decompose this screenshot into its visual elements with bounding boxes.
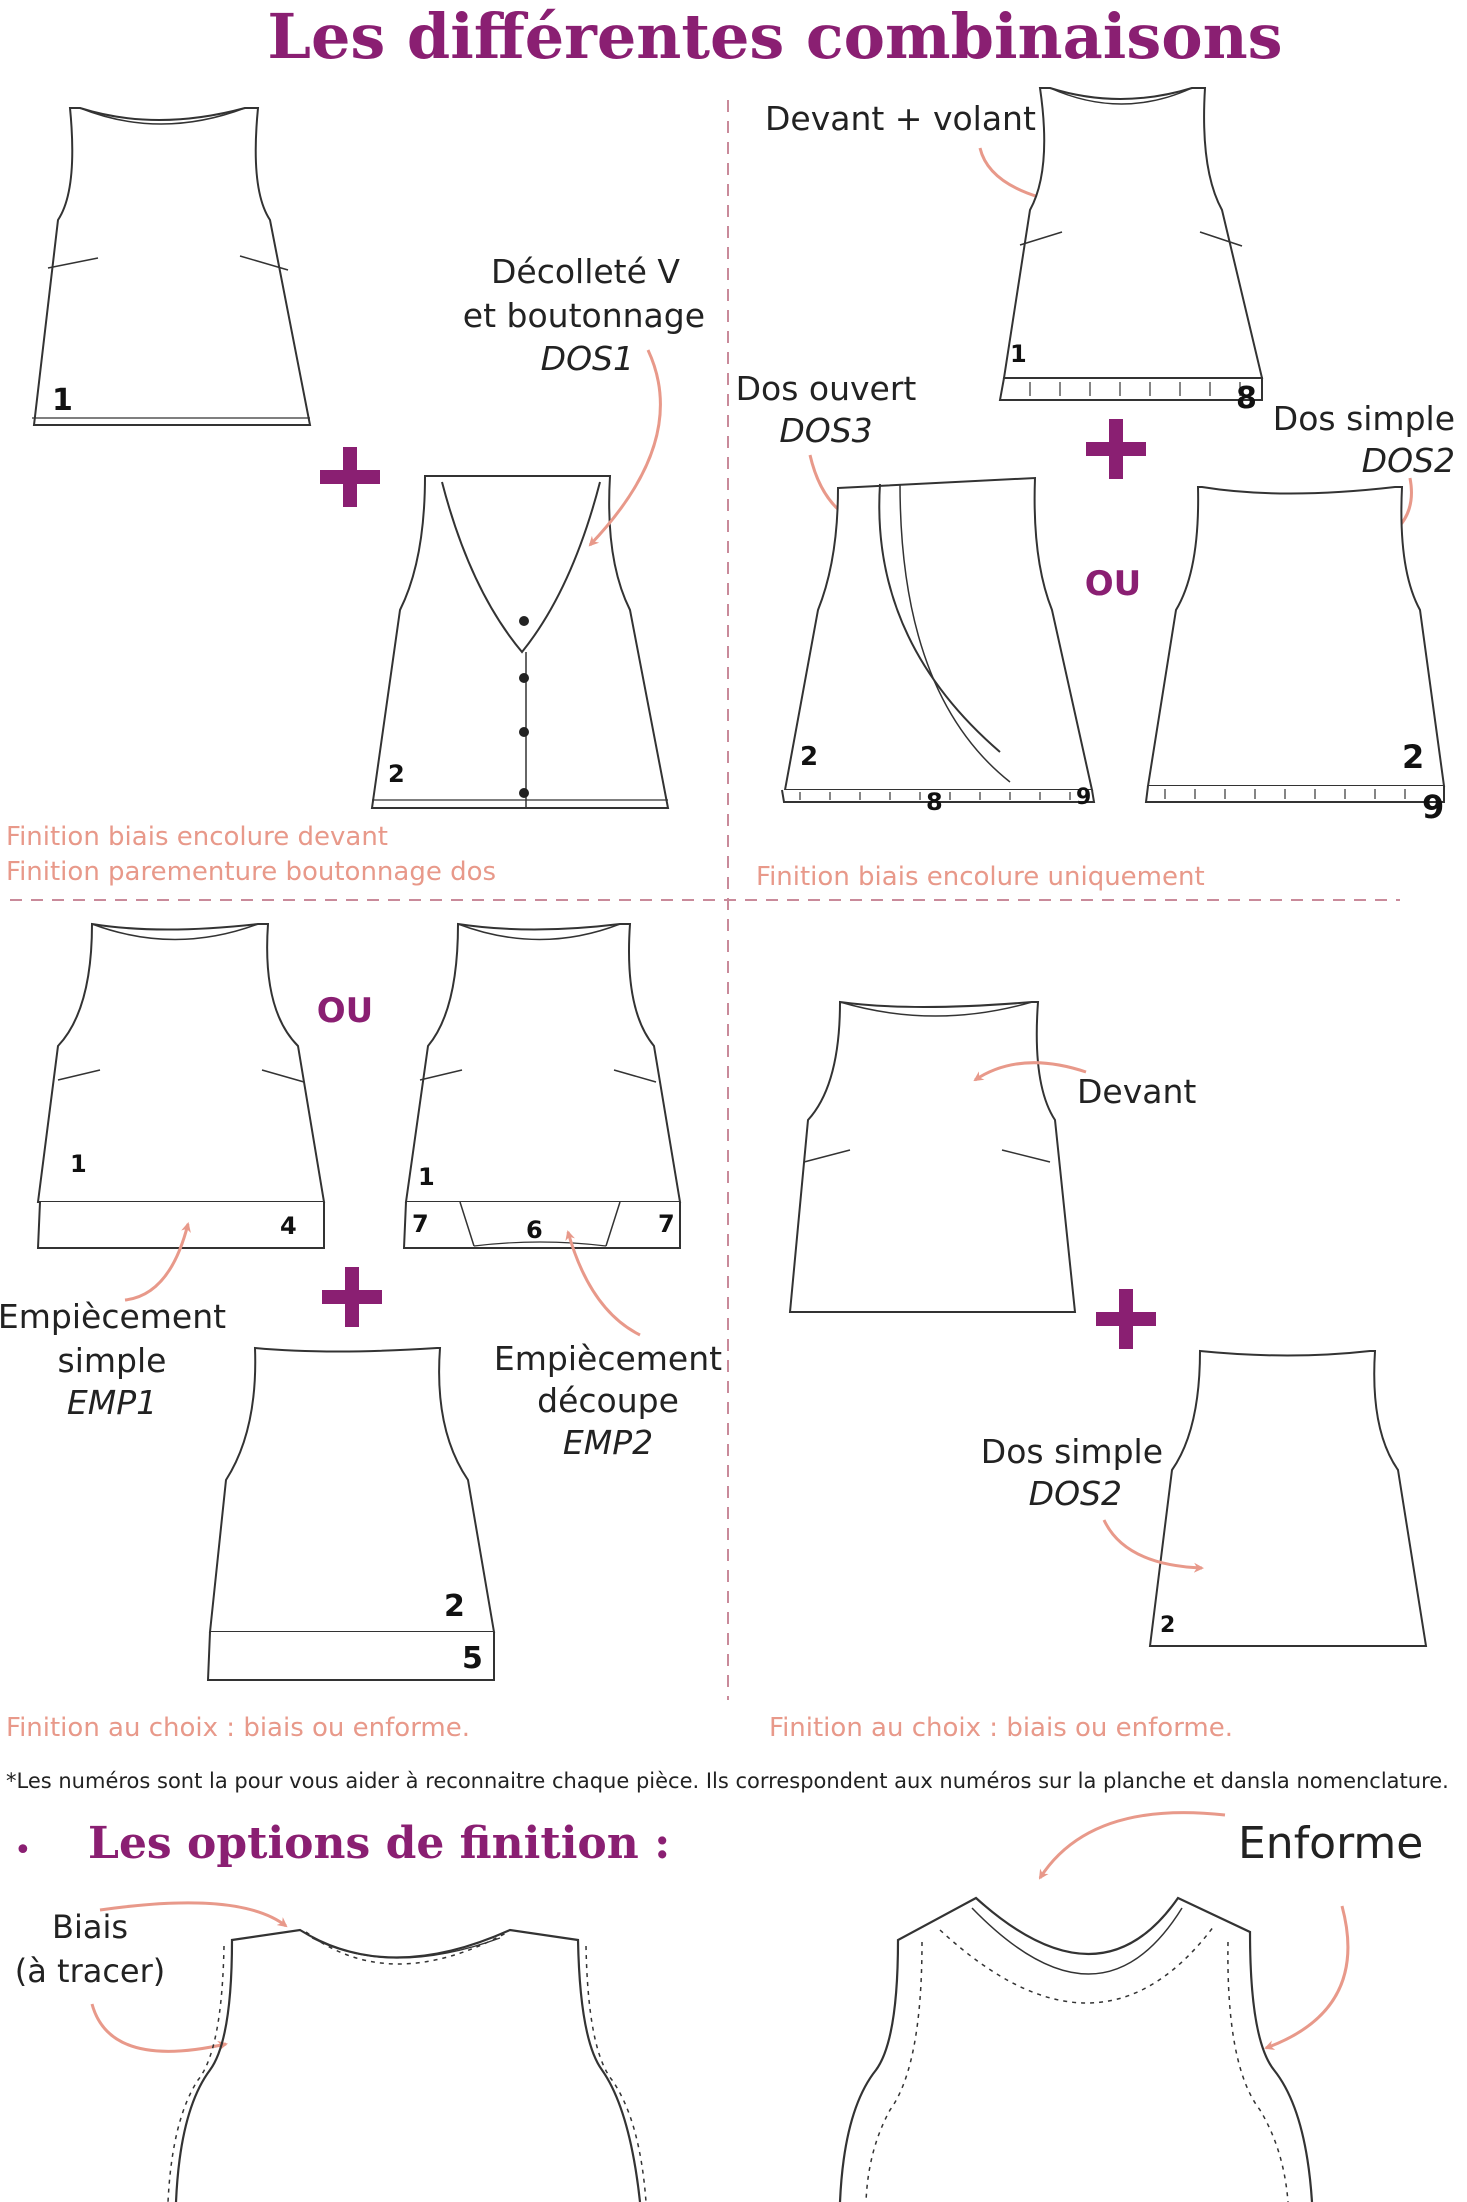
svg-text:DOS2: DOS2 — [1362, 441, 1455, 480]
q3-emp2-arrow — [565, 1230, 641, 1337]
q1-callout: Décolleté V et boutonnage DOS1 — [463, 252, 705, 378]
footnote: *Les numéros sont la pour vous aider à r… — [6, 1769, 1449, 1793]
svg-text:EMP2: EMP2 — [563, 1423, 653, 1462]
svg-text:Dos simple: Dos simple — [1273, 399, 1455, 438]
q2-simple-back-number: 2 — [1402, 738, 1424, 776]
q2-ruffle-number: 8 — [1236, 381, 1257, 416]
svg-text:Finition parementure boutonnag: Finition parementure boutonnage dos — [6, 857, 496, 887]
q1-arrow — [588, 349, 662, 547]
q4-back-arrow — [1102, 1519, 1204, 1573]
q1-front-number: 1 — [52, 383, 73, 418]
q1-finish-notes: Finition biais encolure devant Finition … — [6, 822, 496, 887]
q4-front-top — [788, 1000, 1077, 1313]
q3-cut-center-number: 6 — [526, 1216, 543, 1244]
biais-finish-illustration — [167, 1928, 647, 2202]
svg-text:découpe: découpe — [537, 1381, 679, 1420]
q2-open-back-ruffle-number: 8 — [926, 788, 943, 816]
biais-arrow-bottom — [90, 2003, 228, 2053]
q2-front-ruffle — [1029, 382, 1241, 396]
svg-text:Empiècement: Empiècement — [0, 1297, 226, 1336]
q2-or-label: OU — [1085, 564, 1142, 604]
q3-emp1-arrow — [124, 1222, 191, 1302]
q3-cut-left-number: 7 — [412, 1210, 429, 1238]
q2-front-number: 1 — [1010, 340, 1027, 368]
q2-open-back-callout: Dos ouvert DOS3 — [736, 369, 917, 450]
options-title: Les options de finition : — [88, 1818, 670, 1869]
enforme-finish-illustration — [838, 1896, 1314, 2202]
q2-plus-icon — [1086, 419, 1146, 479]
q1-back-top — [370, 475, 670, 809]
svg-text:DOS1: DOS1 — [541, 339, 634, 378]
svg-text:simple: simple — [58, 1341, 167, 1380]
enforme-arrow-top — [1038, 1811, 1226, 1880]
q3-cut-right-number: 7 — [658, 1210, 675, 1238]
q2-open-back-ruffle — [799, 792, 1071, 800]
q2-simple-back-top — [1144, 486, 1446, 803]
q4-front-arrow — [973, 1061, 1087, 1082]
q3-back-yoke-number: 5 — [462, 1641, 483, 1676]
q1-back-number: 2 — [388, 760, 405, 788]
q3-plus-icon — [322, 1267, 382, 1327]
svg-text:DOS2: DOS2 — [1029, 1474, 1122, 1513]
q2-open-back-ruffle-number-2: 9 — [1076, 785, 1091, 810]
svg-text:Biais: Biais — [52, 1908, 128, 1946]
q2-open-back-number: 2 — [800, 742, 818, 772]
q3-back-top — [206, 1346, 496, 1681]
q2-simple-back-ruffle-number: 9 — [1422, 788, 1444, 826]
svg-text:Dos ouvert: Dos ouvert — [736, 369, 917, 408]
options-bullet: • — [14, 1833, 32, 1868]
q3-finish-note: Finition au choix : biais ou enforme. — [6, 1713, 470, 1743]
q4-finish-note: Finition au choix : biais ou enforme. — [769, 1713, 1233, 1743]
q2-simple-back-callout: Dos simple DOS2 — [1273, 399, 1455, 480]
q1-buttons — [519, 616, 529, 798]
svg-text:Finition biais encolure devant: Finition biais encolure devant — [6, 822, 388, 852]
enforme-arrow-side — [1264, 1905, 1350, 2050]
biais-arrow-top — [99, 1901, 288, 1928]
svg-text:Empiècement: Empiècement — [494, 1339, 722, 1378]
svg-text:Décolleté V: Décolleté V — [491, 252, 680, 291]
q4-plus-icon — [1096, 1289, 1156, 1349]
quadrant-dividers — [10, 100, 1400, 1700]
q4-back-callout: Dos simple DOS2 — [981, 1432, 1163, 1513]
q4-front-callout: Devant — [1077, 1072, 1196, 1111]
q3-front-simple-number: 1 — [70, 1150, 87, 1178]
enforme-label: Enforme — [1238, 1818, 1423, 1869]
q1-plus-icon — [320, 447, 380, 507]
q3-front-simple-yoke-number: 4 — [280, 1212, 297, 1240]
page-title: Les différentes combinaisons — [267, 0, 1282, 73]
svg-text:et boutonnage: et boutonnage — [463, 296, 705, 335]
svg-text:Dos simple: Dos simple — [981, 1432, 1163, 1471]
q3-front-cut-number: 1 — [418, 1163, 435, 1191]
svg-text:DOS3: DOS3 — [779, 411, 872, 450]
q4-back-number: 2 — [1160, 1613, 1175, 1638]
q2-front-callout: Devant + volant — [765, 99, 1036, 138]
q4-back-top — [1148, 1349, 1428, 1647]
q3-or-label: OU — [317, 991, 374, 1031]
q3-front-simple-yoke — [36, 922, 326, 1249]
q2-finish-note: Finition biais encolure uniquement — [756, 862, 1205, 892]
q3-emp1-callout: Empiècement simple EMP1 — [0, 1297, 226, 1422]
svg-text:(à tracer): (à tracer) — [15, 1952, 166, 1990]
biais-label: Biais (à tracer) — [15, 1908, 166, 1990]
q2-front-top — [998, 87, 1264, 401]
q3-back-number: 2 — [444, 1589, 465, 1624]
q3-front-cut-yoke — [402, 922, 682, 1249]
q2-simple-back-ruffle — [1164, 789, 1406, 799]
q2-open-back-top — [781, 476, 1096, 803]
q3-emp2-callout: Empiècement découpe EMP2 — [494, 1339, 722, 1462]
q1-front-top — [32, 107, 312, 426]
svg-text:EMP1: EMP1 — [67, 1383, 157, 1422]
